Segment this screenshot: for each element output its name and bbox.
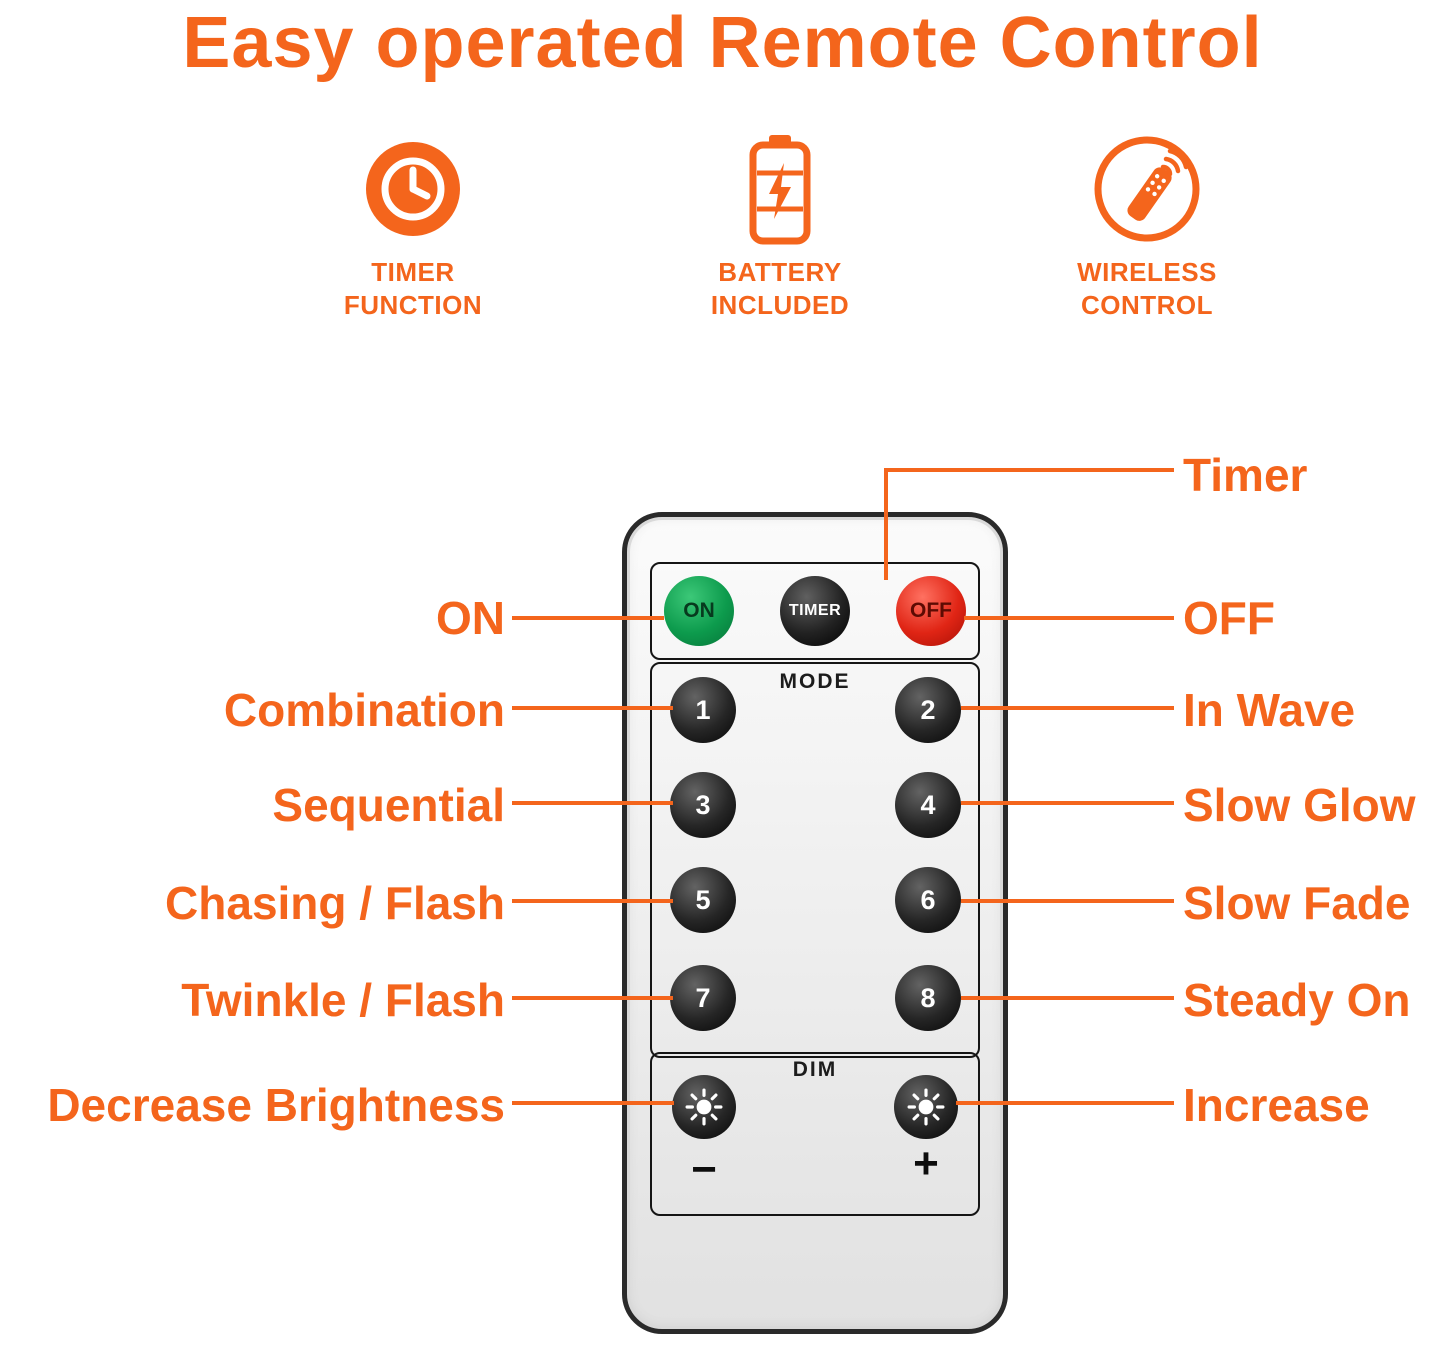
callout-line-in-wave — [961, 706, 1174, 710]
battery-icon — [743, 130, 817, 248]
callout-line-on — [512, 616, 664, 620]
feature-label-line: TIMER — [371, 257, 455, 287]
feature-label-line: BATTERY — [718, 257, 842, 287]
mode-button-5: 5 — [670, 867, 736, 933]
mode-button-1: 1 — [670, 677, 736, 743]
callout-sequential: Sequential — [272, 779, 505, 831]
remote-control: ON TIMER OFF MODE 1 2 3 4 5 6 7 8 DIM — [622, 512, 1008, 1334]
feature-label-line: WIRELESS — [1077, 257, 1217, 287]
wireless-remote-icon — [1094, 130, 1200, 248]
callout-line-timer-horizontal — [884, 468, 1174, 472]
callout-timer: Timer — [1183, 449, 1308, 501]
mode-button-6: 6 — [895, 867, 961, 933]
callout-in-wave: In Wave — [1183, 684, 1356, 736]
clock-icon — [363, 130, 463, 248]
feature-label-line: INCLUDED — [710, 289, 850, 320]
feature-timer-function: TIMER FUNCTION — [248, 130, 578, 321]
callout-line-increase — [956, 1101, 1174, 1105]
callout-line-timer-vertical — [884, 468, 888, 580]
mode-label: MODE — [779, 670, 851, 693]
callout-line-sequential — [512, 801, 673, 805]
plus-sign: + — [913, 1139, 939, 1188]
mode-button-3: 3 — [670, 772, 736, 838]
mode-button-7: 7 — [670, 965, 736, 1031]
callout-combination: Combination — [223, 684, 505, 736]
callout-twinkle-flash: Twinkle / Flash — [181, 974, 505, 1026]
on-button: ON — [664, 576, 734, 646]
feature-label: WIRELESS CONTROL — [1077, 256, 1217, 321]
page-title: Easy operated Remote Control — [182, 3, 1263, 83]
callout-chasing-flash: Chasing / Flash — [165, 877, 505, 929]
minus-sign: − — [691, 1145, 717, 1194]
brightness-down-button — [672, 1075, 736, 1139]
callout-slow-glow: Slow Glow — [1183, 779, 1416, 831]
callout-line-slow-fade — [961, 899, 1174, 903]
mode-button-2: 2 — [895, 677, 961, 743]
callout-line-steady-on — [961, 996, 1174, 1000]
callout-line-twinkle-flash — [512, 996, 673, 1000]
feature-label-line: FUNCTION — [343, 289, 483, 320]
power-panel: ON TIMER OFF — [650, 562, 980, 660]
timer-button: TIMER — [780, 576, 850, 646]
callout-increase: Increase — [1183, 1079, 1370, 1131]
sun-icon — [685, 1088, 723, 1126]
mode-button-8: 8 — [895, 965, 961, 1031]
feature-battery-included: BATTERY INCLUDED — [615, 130, 945, 321]
callout-line-decrease-brightness — [512, 1101, 674, 1105]
brightness-up-button — [894, 1075, 958, 1139]
callout-steady-on: Steady On — [1183, 974, 1411, 1026]
mode-button-4: 4 — [895, 772, 961, 838]
dim-panel: DIM — [650, 1052, 980, 1216]
sun-icon — [907, 1088, 945, 1126]
feature-label-line: CONTROL — [1080, 289, 1214, 320]
callout-on: ON — [436, 592, 505, 644]
callout-line-chasing-flash — [512, 899, 673, 903]
callout-slow-fade: Slow Fade — [1183, 877, 1411, 929]
callout-decrease-brightness: Decrease Brightness — [47, 1079, 505, 1131]
callout-line-slow-glow — [961, 801, 1174, 805]
feature-wireless-control: WIRELESS CONTROL — [982, 130, 1312, 321]
off-button: OFF — [896, 576, 966, 646]
callout-line-off — [964, 616, 1174, 620]
feature-label: BATTERY INCLUDED — [711, 256, 849, 321]
dim-label: DIM — [792, 1058, 838, 1081]
callout-off: OFF — [1183, 592, 1275, 644]
mode-panel: MODE 1 2 3 4 5 6 7 8 — [650, 662, 980, 1058]
callout-line-combination — [512, 706, 673, 710]
feature-label: TIMER FUNCTION — [344, 256, 482, 321]
